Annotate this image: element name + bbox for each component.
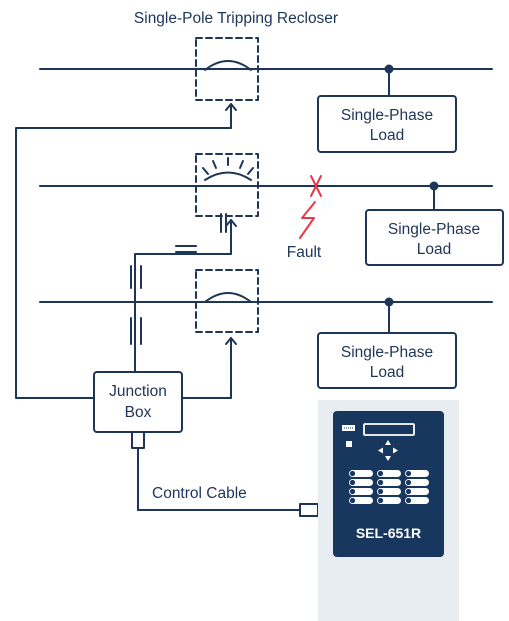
recloser-2-contact-icon <box>204 171 252 181</box>
keypad-button-indicator <box>377 488 384 495</box>
keypad-button <box>377 488 401 495</box>
fault-lightning-icon <box>299 201 316 239</box>
load-3-junction-dot <box>384 297 394 307</box>
keypad-button <box>405 488 429 495</box>
device-display <box>363 423 415 436</box>
device-name: SEL-651R <box>356 525 421 541</box>
load-2-label-line2: Load <box>417 241 451 258</box>
keypad-button <box>349 470 373 477</box>
load-1-junction-dot <box>384 64 394 74</box>
keypad-button-indicator <box>377 479 384 486</box>
keypad-button-indicator <box>377 470 384 477</box>
load-2-junction-dot <box>429 181 439 191</box>
keypad-button-indicator <box>349 488 356 495</box>
load-2-label-line1: Single-Phase <box>388 221 480 238</box>
keypad-button <box>349 488 373 495</box>
junction-box-label-line1: Junction <box>109 383 167 400</box>
cable-break-marks <box>130 245 197 345</box>
keypad-button <box>377 470 401 477</box>
keypad-button <box>405 470 429 477</box>
recloser-2-trip-rays-icon <box>202 157 254 175</box>
device-navigation-icon <box>378 440 398 461</box>
recloser-3-arrow-icon <box>225 337 237 345</box>
keypad-button-indicator <box>405 479 412 486</box>
keypad-button-indicator <box>377 497 384 504</box>
recloser-3-contact-icon <box>204 292 252 303</box>
load-3-box <box>317 332 457 389</box>
device-keypad <box>349 470 429 504</box>
keypad-button-indicator <box>349 470 356 477</box>
keypad-button-indicator <box>405 470 412 477</box>
device-port-icon <box>342 425 355 431</box>
load-2-box <box>365 209 504 266</box>
control-cable <box>137 447 301 511</box>
keypad-button <box>405 497 429 504</box>
load-3-label-line1: Single-Phase <box>341 344 433 361</box>
load-1-label-line2: Load <box>370 127 404 144</box>
recloser-3-enclosure <box>195 269 259 333</box>
junction-box-connector <box>131 431 145 449</box>
keypad-button-indicator <box>349 479 356 486</box>
recloser-1-contact-icon <box>204 60 252 71</box>
recloser-2-trip-coil-icon <box>220 213 227 233</box>
diagram-title: Single-Pole Tripping Recloser <box>134 10 338 27</box>
recloser-1-enclosure <box>195 37 259 101</box>
control-wire-recloser-2 <box>134 253 232 373</box>
device-led <box>346 441 352 447</box>
load-3-label-line2: Load <box>370 364 404 381</box>
device-connector <box>299 503 319 517</box>
keypad-button <box>377 497 401 504</box>
junction-box <box>93 371 183 433</box>
junction-box-label-line2: Box <box>125 404 152 421</box>
control-wire-recloser-1 <box>15 127 232 399</box>
load-1-label-line1: Single-Phase <box>341 107 433 124</box>
keypad-button-indicator <box>405 488 412 495</box>
keypad-button-indicator <box>405 497 412 504</box>
keypad-button-indicator <box>349 497 356 504</box>
fault-label: Fault <box>287 244 322 261</box>
keypad-button <box>349 479 373 486</box>
fault-cross-icon <box>310 175 322 197</box>
recloser-2-arrow-icon <box>225 219 237 227</box>
keypad-button <box>405 479 429 486</box>
keypad-button <box>377 479 401 486</box>
control-cable-label: Control Cable <box>152 485 247 502</box>
load-1-box <box>317 95 457 153</box>
keypad-button <box>349 497 373 504</box>
recloser-1-arrow-icon <box>225 103 237 111</box>
